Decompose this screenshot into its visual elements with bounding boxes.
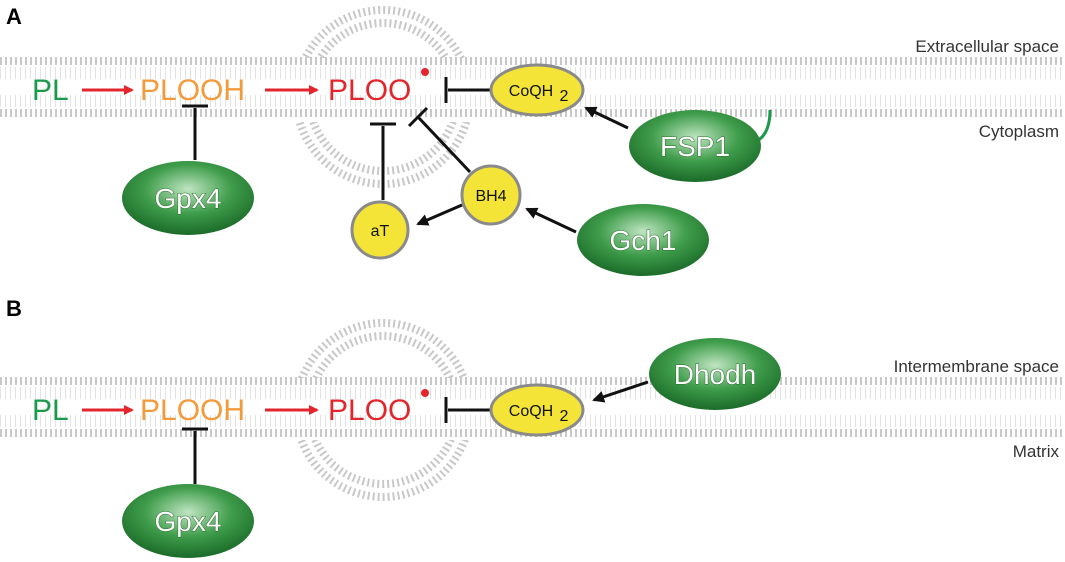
gch1-label: Gch1: [610, 225, 677, 256]
gch1-enzyme: [577, 204, 709, 276]
arrow-dhodh-to-coqh2: [592, 380, 649, 403]
panel-b-letter: B: [6, 296, 22, 321]
radical-dot-icon: [421, 389, 429, 397]
arrow-bh4-to-at: [416, 203, 463, 226]
bh4-label: BH4: [475, 188, 506, 205]
ploo-label: PLOO: [328, 394, 411, 427]
region-label-bottom: Cytoplasm: [979, 122, 1059, 141]
coqh2-node: [489, 63, 585, 117]
arrow-fsp1-to-coqh2: [584, 106, 629, 130]
inhibit-bar-bh4: [407, 106, 429, 128]
radical-dot-icon: [421, 68, 429, 76]
coqh2-label: CoQH: [509, 83, 553, 100]
dhodh-enzyme: [649, 338, 781, 410]
coqh2-label: CoQH: [509, 403, 553, 420]
region-label-top: Extracellular space: [915, 37, 1059, 56]
pl-label: PL: [32, 74, 69, 107]
coqh2-subscript: 2: [560, 408, 569, 425]
arrow-gch1-to-bh4: [525, 207, 577, 234]
region-label-top: Intermembrane space: [894, 357, 1059, 376]
gpx4-label: Gpx4: [155, 506, 222, 537]
ploo-label: PLOO: [328, 74, 411, 107]
panel-b: B Intermembrane space Matrix PL PLOOH PL…: [0, 296, 1065, 558]
plooh-label: PLOOH: [140, 394, 245, 427]
dhodh-label: Dhodh: [674, 359, 757, 390]
gpx4-enzyme: [122, 161, 254, 235]
coqh2-subscript: 2: [560, 88, 569, 105]
region-label-bottom: Matrix: [1013, 442, 1060, 461]
fsp1-enzyme: [629, 110, 761, 182]
pl-label: PL: [32, 394, 69, 427]
gpx4-label: Gpx4: [155, 183, 222, 214]
inhibit-line-bh4: [416, 115, 472, 174]
plooh-label: PLOOH: [140, 74, 245, 107]
at-node: [350, 200, 410, 260]
bh4-node: [460, 164, 522, 226]
coqh2-node: [489, 383, 585, 437]
panel-a-letter: A: [6, 4, 22, 29]
fsp1-label: FSP1: [660, 131, 730, 162]
gpx4-enzyme: [122, 484, 254, 558]
at-label: aT: [371, 223, 390, 240]
panel-a: A Extracellular space Cytoplasm PL PLOOH…: [0, 4, 1065, 276]
